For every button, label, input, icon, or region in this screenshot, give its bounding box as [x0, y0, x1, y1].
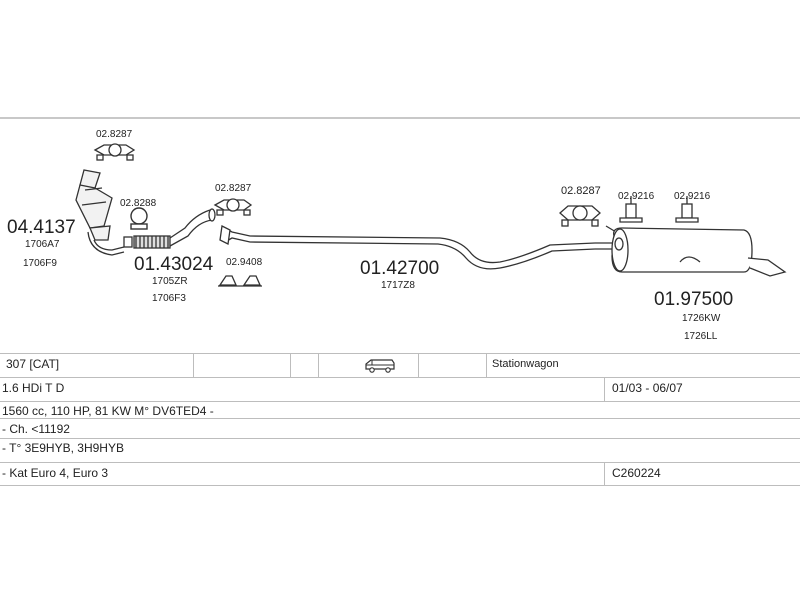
spec-cell: 1560 cc, 110 HP, 81 KW M° DV6TED4 -	[2, 404, 214, 418]
catalogue-code-cell: C260224	[612, 466, 661, 480]
rear-silencer	[611, 227, 787, 277]
clamp-icon	[559, 205, 601, 227]
hanger-icon	[675, 196, 699, 223]
part-code: 1717Z8	[381, 280, 415, 291]
table-row: 1560 cc, 110 HP, 81 KW M° DV6TED4 -	[0, 401, 800, 418]
catalytic-converter	[75, 169, 125, 256]
fitting-label: 02.8287	[561, 185, 601, 197]
part-number: 01.42700	[360, 258, 439, 279]
fitting-label: 02.9216	[674, 191, 711, 202]
part-code: 1726LL	[684, 331, 718, 342]
part-code: 1706F3	[152, 293, 186, 304]
part-code: 1705ZR	[152, 276, 188, 287]
part-number: 01.43024	[134, 254, 214, 275]
clamp-icon	[93, 143, 136, 161]
flex-pipe	[123, 208, 216, 249]
gasket-icon	[130, 207, 148, 230]
van-icon	[364, 358, 396, 376]
fitting-label: 02.9408	[226, 257, 263, 268]
engine-cell: 1.6 HDi T D	[2, 381, 65, 395]
emission-cell: - Kat Euro 4, Euro 3	[2, 466, 109, 480]
clamp-icon	[213, 198, 253, 216]
middle-pipe	[219, 225, 617, 270]
model-cell: 307 [CAT]	[6, 357, 60, 371]
years-cell: 01/03 - 06/07	[612, 381, 683, 395]
hanger-icon	[619, 196, 643, 223]
table-row: - Ch. <11192	[0, 418, 800, 438]
table-row: 307 [CAT] Stationwagon	[0, 353, 800, 377]
fitting-label: 02.8287	[96, 129, 133, 140]
type-codes-cell: - T° 3E9HYB, 3H9HYB	[2, 441, 124, 455]
fitting-label: 02.9216	[618, 191, 655, 202]
fitting-label: 02.8288	[120, 198, 157, 209]
chassis-cell: - Ch. <11192	[2, 422, 70, 436]
table-row: 1.6 HDi T D 01/03 - 06/07	[0, 377, 800, 401]
fitting-label: 02.8287	[215, 183, 252, 194]
part-code: 1706A7	[25, 239, 60, 250]
body-type-cell: Stationwagon	[492, 358, 559, 370]
table-row: - Kat Euro 4, Euro 3 C260224	[0, 462, 800, 486]
table-row: - T° 3E9HYB, 3H9HYB	[0, 438, 800, 462]
part-code: 1706F9	[23, 258, 57, 269]
part-code: 1726KW	[682, 313, 721, 324]
part-number: 01.97500	[654, 289, 733, 310]
rubber-mount-icon	[218, 275, 262, 287]
part-number: 04.4137	[7, 217, 76, 238]
